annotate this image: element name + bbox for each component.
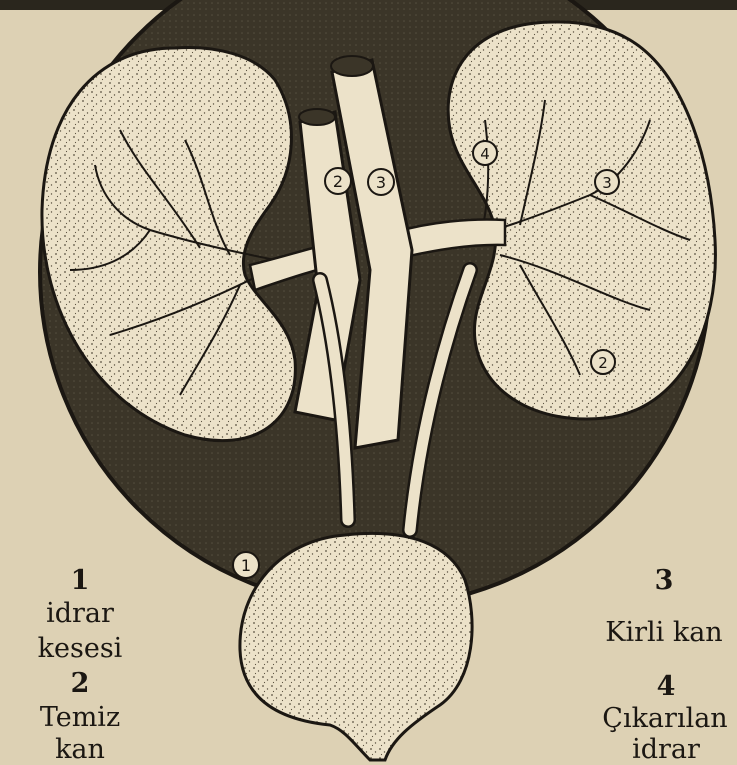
marker-4-kidney-label: 4 (480, 145, 490, 163)
legend-1-number: 1 (48, 566, 112, 596)
legend-4-line-1: Çıkarılan (594, 704, 736, 734)
legend-2-line-1: Temiz (30, 703, 130, 733)
legend-3-number: 3 (632, 566, 696, 596)
vessel-dirty-blood-opening (331, 56, 373, 76)
marker-3-vessel-label: 3 (376, 173, 386, 192)
legend-2-number: 2 (48, 669, 112, 699)
marker-2-vessel-label: 2 (333, 172, 343, 191)
marker-4-kidney: 4 (473, 141, 497, 165)
urinary-bladder (240, 533, 472, 760)
legend-3-line-1: Kirli kan (594, 618, 734, 648)
marker-2-vessel: 2 (325, 168, 351, 194)
marker-2-kidney-label: 2 (598, 354, 608, 372)
marker-1-label: 1 (241, 556, 251, 575)
legend-4-number: 4 (634, 672, 698, 702)
marker-3-kidney: 3 (595, 170, 619, 194)
legend-4-line-2: idrar (616, 735, 716, 765)
legend-1-line-1: idrar (34, 599, 126, 629)
legend-2-line-2: kan (48, 735, 112, 765)
marker-3-vessel: 3 (368, 169, 394, 195)
legend-1-line-2: kesesi (30, 634, 130, 664)
marker-1: 1 (233, 552, 259, 578)
marker-3-kidney-label: 3 (602, 174, 612, 192)
vessel-clean-blood-opening (299, 109, 335, 125)
marker-2-kidney: 2 (591, 350, 615, 374)
